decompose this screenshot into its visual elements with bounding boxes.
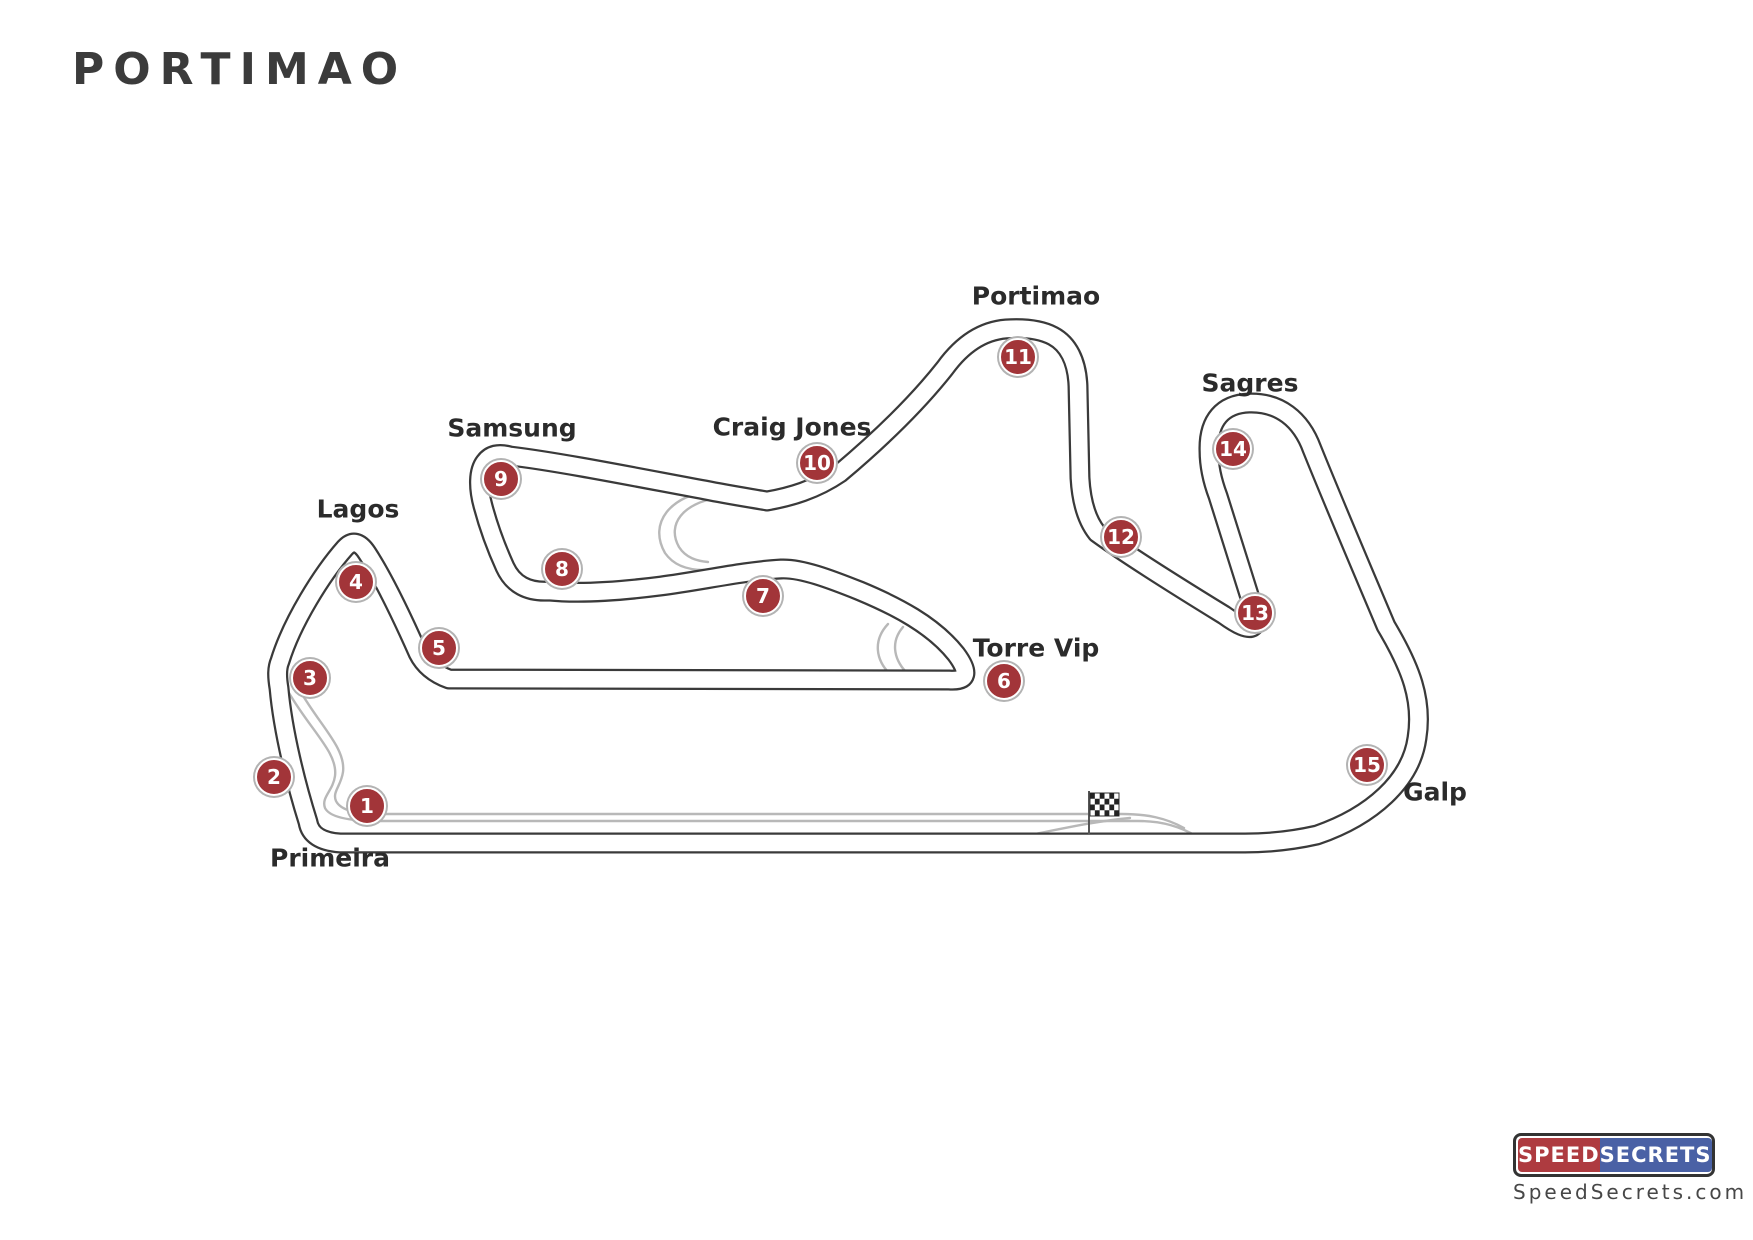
speedsecrets-logo: SPEED SECRETS [1513,1133,1715,1177]
logo-secrets-badge: SECRETS [1599,1138,1712,1172]
corner-marker-4: 4 [337,563,375,601]
track-surface [269,320,1427,852]
corner-marker-11: 11 [999,338,1037,376]
pit-lane-line [287,691,1200,839]
logo-speed-badge: SPEED [1518,1138,1600,1172]
corner-label-craig-jones: Craig Jones [712,412,872,442]
corner-label-portimao: Portimao [971,281,1101,311]
corner-marker-1: 1 [348,787,386,825]
hairpin-link-outer [876,622,893,677]
corner-label-sagres: Sagres [1201,368,1299,398]
corner-marker-10: 10 [798,444,836,482]
corner-marker-5: 5 [420,629,458,667]
pit-entry-line [1033,816,1132,836]
pit-lane-and-links [287,488,1200,839]
chicane-link-outer [658,488,716,572]
corner-marker-14: 14 [1214,430,1252,468]
pit-lane-line-2 [297,687,1186,830]
corner-marker-8: 8 [543,550,581,588]
corner-label-galp: Galp [1403,777,1467,807]
corner-label-primeira: Primeira [270,843,390,873]
corner-label-torre-vip: Torre Vip [972,633,1100,663]
corner-marker-13: 13 [1236,594,1274,632]
corner-marker-3: 3 [291,659,329,697]
corner-marker-15: 15 [1348,746,1386,784]
corner-marker-6: 6 [985,662,1023,700]
checkered-flag-icon [1088,791,1120,834]
corner-marker-9: 9 [482,460,520,498]
corner-marker-7: 7 [744,577,782,615]
corner-label-lagos: Lagos [316,494,400,524]
corner-label-samsung: Samsung [447,413,577,443]
page-title: PORTIMAO [72,44,408,95]
website-url: SpeedSecrets.com [1513,1180,1748,1204]
hairpin-link-inner [893,625,908,674]
corner-marker-12: 12 [1102,518,1140,556]
corner-marker-2: 2 [255,758,293,796]
chicane-link-inner [673,496,719,564]
